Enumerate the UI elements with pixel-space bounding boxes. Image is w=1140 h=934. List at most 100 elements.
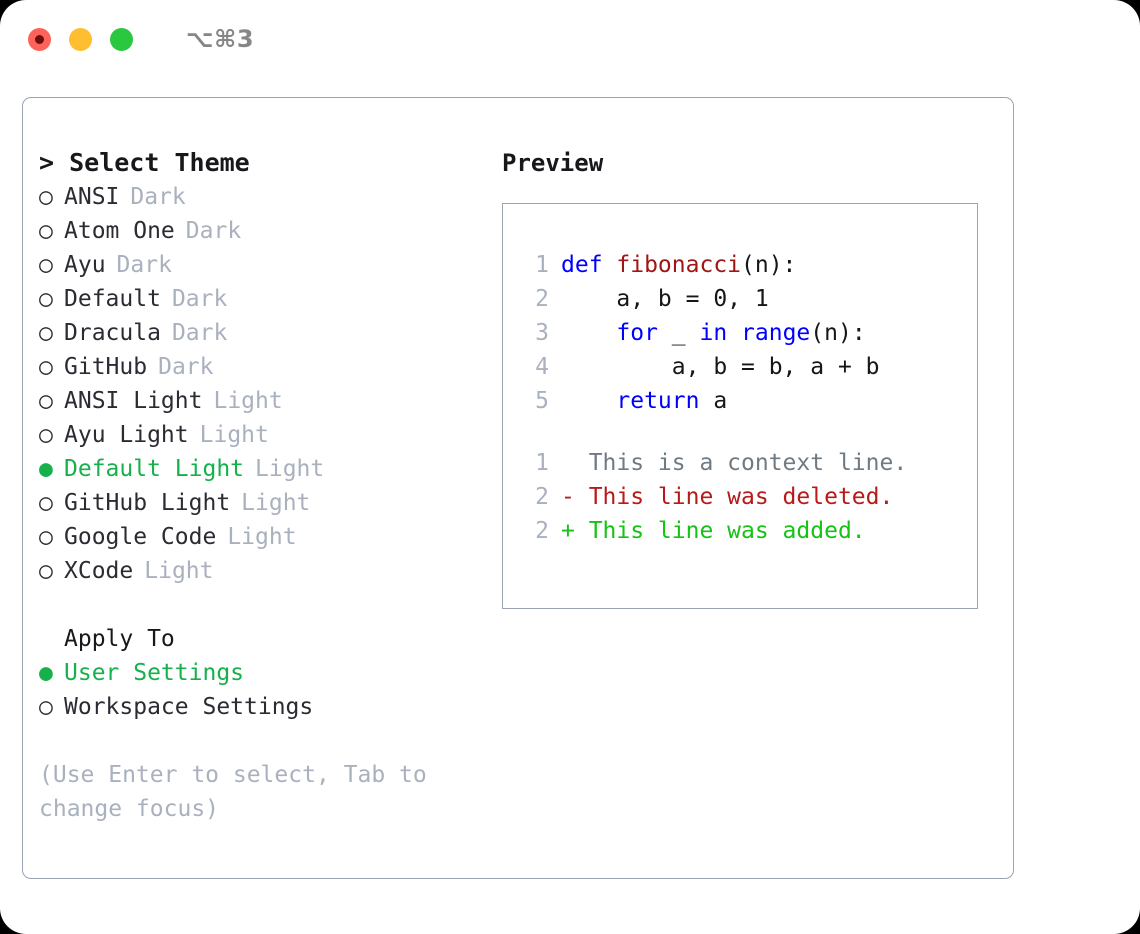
token-plain: [561, 320, 616, 346]
close-button[interactable]: [28, 27, 51, 51]
theme-list-item[interactable]: ○ ANSI Light Light: [39, 384, 489, 418]
code-line: 5 return a: [519, 384, 969, 418]
token-plain: (n):: [741, 252, 797, 278]
line-number: 3: [535, 320, 549, 346]
code-line: 3 for _ in range(n):: [519, 316, 969, 350]
line-number: 5: [535, 388, 549, 414]
theme-list-item[interactable]: ○ Ayu Light Light: [39, 418, 489, 452]
theme-variant-tag: Dark: [171, 320, 228, 346]
radio-icon: ○: [39, 422, 53, 448]
code-line: 2 a, b = 0, 1: [519, 282, 969, 316]
code-content: a, b = b, a + b: [561, 350, 880, 384]
code-content: def fibonacci(n):: [561, 248, 796, 282]
theme-name: GitHub: [64, 354, 148, 380]
apply-to-heading: Apply To: [64, 626, 175, 652]
radio-icon: ○: [39, 354, 53, 380]
code-content: return a: [561, 384, 727, 418]
apply-to-option-workspace[interactable]: ○ Workspace Settings: [39, 690, 489, 724]
keyboard-hint-text: (Use Enter to select, Tab to change focu…: [39, 762, 441, 822]
theme-list-item[interactable]: ○ Ayu Dark: [39, 248, 489, 282]
theme-name: ANSI: [64, 184, 120, 210]
token-function: fibonacci: [616, 252, 742, 278]
maximize-button[interactable]: [110, 27, 133, 51]
radio-icon: ○: [39, 184, 53, 210]
code-line: 1 def fibonacci(n):: [519, 248, 969, 282]
token-plain: a, b = b, a + b: [561, 354, 880, 380]
token-keyword: def: [561, 252, 617, 278]
radio-icon: ○: [39, 694, 53, 720]
select-theme-heading: > Select Theme: [39, 148, 250, 177]
radio-icon: ○: [39, 218, 53, 244]
line-number: 4: [535, 354, 549, 380]
code-sample: 1 def fibonacci(n): 2 a, b = 0, 1 3 for …: [519, 248, 969, 548]
line-number: 2: [535, 484, 549, 510]
theme-name: Ayu: [64, 252, 106, 278]
minimize-button[interactable]: [69, 27, 92, 51]
theme-name: Google Code: [64, 524, 217, 550]
keyboard-shortcut-label: ⌥⌘3: [186, 25, 255, 53]
theme-name: GitHub Light: [64, 490, 231, 516]
theme-name: ANSI Light: [64, 388, 203, 414]
diff-line-context: 1 This is a context line.: [519, 446, 969, 480]
diff-line-added: 2 + This line was added.: [519, 514, 969, 548]
diff-line-deleted: 2 - This line was deleted.: [519, 480, 969, 514]
theme-name: Atom One: [64, 218, 175, 244]
theme-variant-tag: Light: [213, 388, 283, 414]
theme-list-item[interactable]: ○ Atom One Dark: [39, 214, 489, 248]
radio-icon-selected: ●: [39, 456, 53, 482]
theme-variant-tag: Light: [144, 558, 214, 584]
theme-variant-tag: Dark: [185, 218, 242, 244]
theme-name: Default Light: [64, 456, 245, 482]
radio-icon: ○: [39, 388, 53, 414]
theme-list: ○ ANSI Dark ○ Atom One Dark ○ Ayu Dark: [39, 180, 489, 588]
token-keyword: for: [616, 320, 658, 346]
diff-content: - This line was deleted.: [561, 484, 894, 510]
theme-selection-column: > Select Theme ○ ANSI Dark ○ Atom One Da…: [39, 146, 489, 826]
token-builtin: range: [741, 320, 811, 346]
theme-list-item-selected[interactable]: ● Default Light Light: [39, 452, 489, 486]
apply-to-option-label: Workspace Settings: [64, 694, 314, 720]
theme-name: Ayu Light: [64, 422, 189, 448]
theme-list-item[interactable]: ○ GitHub Dark: [39, 350, 489, 384]
theme-variant-tag: Light: [241, 490, 311, 516]
code-content: for _ in range(n):: [561, 316, 866, 350]
spacer: [519, 418, 969, 446]
line-number: 1: [535, 252, 549, 278]
theme-list-item[interactable]: ○ Default Dark: [39, 282, 489, 316]
title-bar: ⌥⌘3: [0, 0, 1140, 78]
radio-icon: ○: [39, 490, 53, 516]
code-content: a, b = 0, 1: [561, 282, 768, 316]
line-number: 2: [535, 286, 549, 312]
diff-content: This is a context line.: [561, 450, 908, 476]
apply-to-option-label: User Settings: [64, 660, 245, 686]
token-keyword: in: [699, 320, 728, 346]
theme-list-item[interactable]: ○ XCode Light: [39, 554, 489, 588]
preview-heading: Preview: [502, 149, 604, 177]
token-plain: [561, 388, 616, 414]
token-plain: _: [657, 320, 700, 346]
apply-to-section: Apply To ● User Settings ○ Workspace Set…: [39, 622, 489, 724]
token-plain: (n):: [810, 320, 866, 346]
theme-picker-panel: > Select Theme ○ ANSI Dark ○ Atom One Da…: [22, 97, 1014, 879]
radio-icon: ○: [39, 320, 53, 346]
theme-list-item[interactable]: ○ ANSI Dark: [39, 180, 489, 214]
theme-name: Dracula: [64, 320, 161, 346]
theme-variant-tag: Dark: [130, 184, 186, 210]
code-line: 4 a, b = b, a + b: [519, 350, 969, 384]
theme-variant-tag: Dark: [158, 354, 214, 380]
radio-icon: ○: [39, 252, 53, 278]
radio-icon: ○: [39, 286, 53, 312]
line-number: 1: [535, 450, 549, 476]
apply-to-option-user[interactable]: ● User Settings: [39, 656, 489, 690]
theme-list-item[interactable]: ○ Google Code Light: [39, 520, 489, 554]
diff-content: + This line was added.: [561, 518, 866, 544]
radio-icon-selected: ●: [39, 660, 53, 686]
token-plain: a: [699, 388, 728, 414]
preview-box: 1 def fibonacci(n): 2 a, b = 0, 1 3 for …: [502, 203, 978, 609]
radio-icon: ○: [39, 558, 53, 584]
window-controls: [28, 27, 133, 51]
theme-list-item[interactable]: ○ Dracula Dark: [39, 316, 489, 350]
theme-list-item[interactable]: ○ GitHub Light Light: [39, 486, 489, 520]
radio-icon: ○: [39, 524, 53, 550]
